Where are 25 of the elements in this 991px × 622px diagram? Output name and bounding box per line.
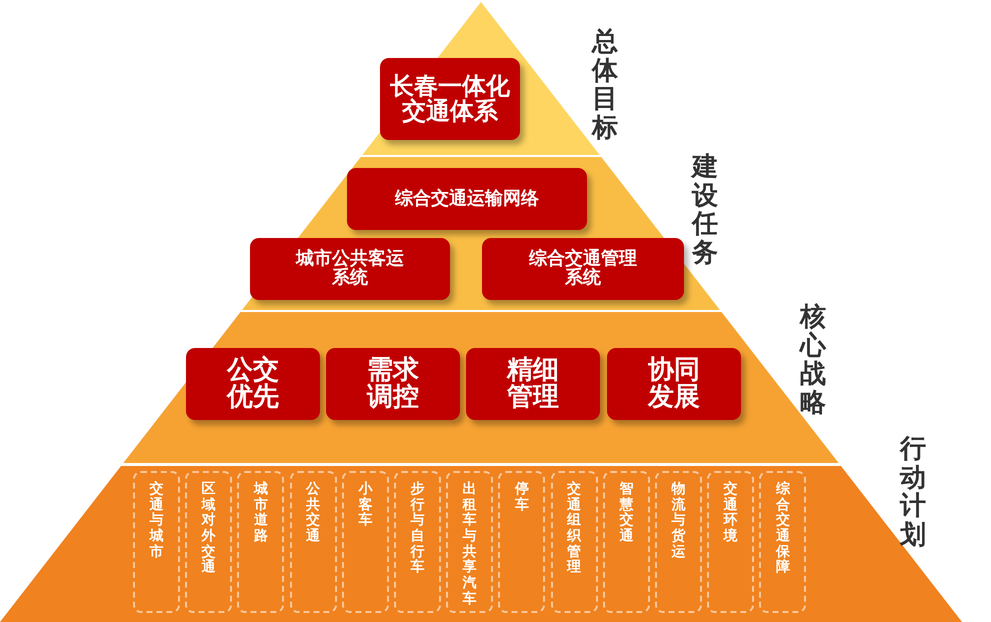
- tier-heading: 总体目标: [592, 28, 618, 142]
- action-item: 小客车: [342, 471, 389, 613]
- action-item: 出租车与共享汽车: [446, 471, 494, 613]
- action-item: 公共交通: [290, 471, 337, 613]
- action-item: 步行与自行车: [394, 471, 441, 613]
- strategy-box: 公交优先: [186, 348, 320, 420]
- action-item: 城市道路: [237, 471, 284, 613]
- strategy-box: 综合交通运输网络: [347, 168, 587, 230]
- tier-heading: 建设任务: [692, 153, 718, 268]
- strategy-box: 需求调控: [326, 348, 460, 420]
- strategy-box: 城市公共客运系统: [250, 238, 450, 300]
- strategy-box: 协同发展: [607, 348, 741, 420]
- strategy-box: 长春一体化交通体系: [380, 58, 520, 140]
- action-item: 交通组织管理: [550, 471, 598, 613]
- action-item: 交通与城市: [133, 471, 180, 613]
- action-item: 区域对外交通: [185, 471, 232, 613]
- strategy-box: 综合交通管理系统: [482, 238, 684, 300]
- tier-heading: 核心战略: [800, 303, 826, 418]
- action-item: 交通环境: [707, 471, 754, 613]
- action-item: 智慧交通: [602, 471, 650, 613]
- strategy-box: 精细管理: [466, 348, 600, 420]
- action-item: 综合交通保障: [759, 471, 806, 613]
- action-item: 物流与货运: [655, 471, 702, 613]
- action-item: 停车: [498, 471, 546, 613]
- tier-heading: 行动计划: [900, 435, 926, 550]
